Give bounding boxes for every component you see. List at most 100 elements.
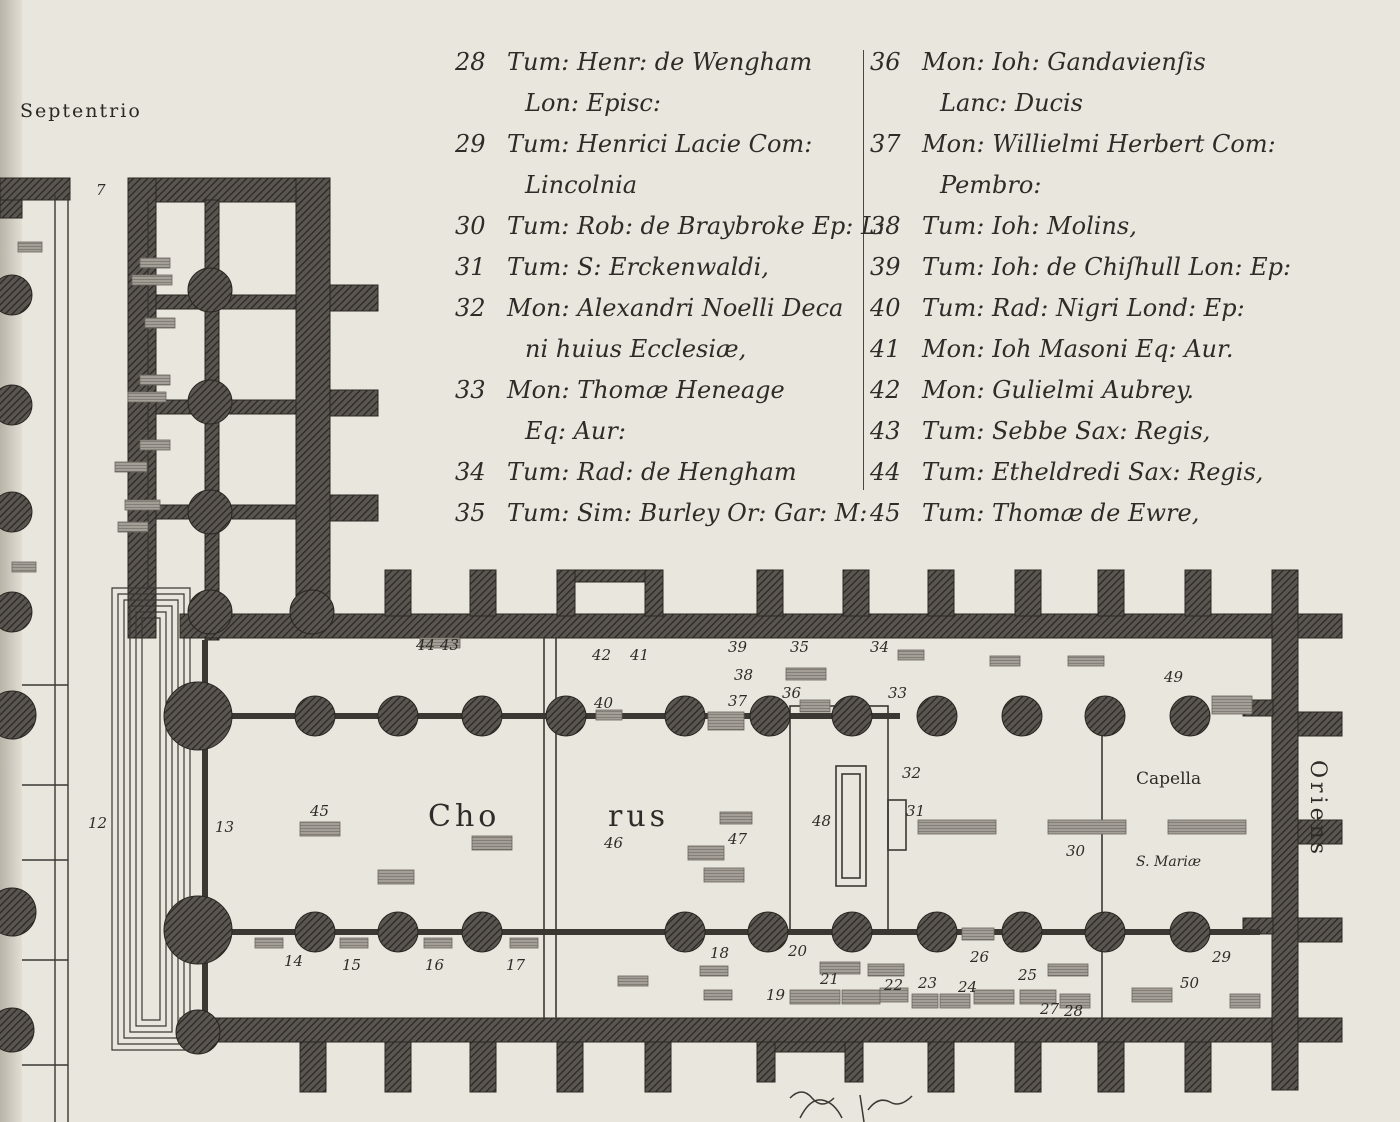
choir-screen (111, 587, 191, 1051)
legend-number: 38 (870, 212, 901, 240)
east-label: Oriens (1305, 760, 1330, 859)
plan-num-29: 29 (1211, 948, 1232, 966)
legend-number: 45 (870, 499, 901, 527)
legend-number: 39 (870, 253, 901, 281)
plan-num-30: 30 (1066, 842, 1086, 860)
legend-text: Mon: Willielmi Herbert Com: (922, 130, 1276, 158)
plan-num-46: 46 (603, 834, 624, 852)
plan-num-39: 39 (728, 638, 748, 656)
south-arcade-piers (294, 911, 1211, 953)
capella-label: Capella (1136, 769, 1201, 789)
plan-num-43: 43 (439, 636, 459, 654)
legend-continuation: ni huius Ecclesiæ, (525, 335, 747, 363)
plan-num-24: 24 (957, 978, 977, 996)
legend-number: 30 (455, 212, 486, 240)
plan-num-47: 47 (727, 830, 748, 848)
legend-text: Mon: Gulielmi Aubrey. (922, 376, 1194, 404)
plan-num-35: 35 (790, 638, 809, 656)
legend-text: Tum: Sim: Burley Or: Gar: M: (507, 499, 868, 527)
legend-text: Tum: Henrici Lacie Com: (507, 130, 813, 158)
legend-entry: 42 Mon: Gulielmi Aubrey. (870, 370, 1291, 411)
plan-num-42: 42 (591, 646, 611, 664)
flourish-ornament (789, 1091, 913, 1122)
legend-entry: 30 Tum: Rob: de Braybroke Ep: L: (455, 206, 885, 247)
plan-num-34: 34 (870, 638, 889, 656)
legend-entry: 37 Mon: Willielmi Herbert Com: (870, 124, 1291, 165)
plan-num-19: 19 (766, 986, 786, 1004)
legend-number: 37 (870, 130, 901, 158)
legend-number: 36 (870, 48, 901, 76)
plan-num-13: 13 (215, 818, 234, 836)
plan-num-27: 27 (1039, 1000, 1060, 1018)
legend-number: 29 (455, 130, 486, 158)
legend-number: 41 (870, 335, 901, 363)
plan-num-31: 31 (906, 802, 925, 820)
legend-text: Tum: Rad: Nigri Lond: Ep: (922, 294, 1245, 322)
legend-text: Tum: Rad: de Hengham (507, 458, 797, 486)
plan-num-16: 16 (425, 956, 445, 974)
plan-num-44: 44 (415, 636, 435, 654)
plan-num-33: 33 (888, 684, 907, 702)
legend-text: Tum: Rob: de Braybroke Ep: L: (507, 212, 885, 240)
legend-entry: 31 Tum: S: Erckenwaldi, (455, 247, 885, 288)
legend-continuation: Eq: Aur: (525, 417, 626, 445)
legend-text: Tum: Ioh: Molins, (922, 212, 1137, 240)
plan-num-32: 32 (902, 764, 921, 782)
legend-number: 43 (870, 417, 901, 445)
plan-num-40: 40 (593, 694, 614, 712)
plan-num-21: 21 (819, 970, 839, 988)
plan-num-15: 15 (342, 956, 361, 974)
choir-outer-walls (179, 569, 1343, 1091)
plan-num-37: 37 (728, 692, 748, 710)
legend-continuation: Lincolnia (525, 171, 638, 199)
plan-num-48: 48 (811, 812, 831, 830)
plan-num-20: 20 (787, 942, 808, 960)
legend-number: 42 (870, 376, 901, 404)
legend-text: Mon: Alexandri Noelli Deca (507, 294, 844, 322)
legend-number: 31 (455, 253, 486, 281)
chorus-label-second: rus (608, 799, 669, 834)
tomb-markers (11, 241, 1261, 1009)
plan-num-12: 12 (88, 814, 107, 832)
legend-number: 28 (455, 48, 486, 76)
legend-divider (863, 50, 864, 490)
legend-entry: 41 Mon: Ioh Masoni Eq: Aur. (870, 329, 1291, 370)
plan-num-25: 25 (1017, 966, 1037, 984)
plan-num-45: 45 (309, 802, 329, 820)
legend-continuation: Lon: Episc: (525, 89, 661, 117)
s-mariae-label: S. Mariæ (1136, 854, 1201, 870)
legend-text: Tum: Thomæ de Ewre, (922, 499, 1200, 527)
legend-text: Mon: Ioh Masoni Eq: Aur. (922, 335, 1234, 363)
plan-num-41: 41 (629, 646, 649, 664)
plan-num-49: 49 (1163, 668, 1184, 686)
north-buttresses (384, 569, 1212, 617)
north-arcade-piers (294, 695, 1211, 737)
legend-text: Tum: Henr: de Wengham (507, 48, 813, 76)
legend-number: 32 (455, 294, 486, 322)
plan-num-38: 38 (734, 666, 753, 684)
plan-numbers: 7 12 13 14 15 16 17 18 19 20 21 22 23 24… (88, 181, 1232, 1020)
plan-num-28: 28 (1063, 1002, 1083, 1020)
north-label: Septentrio (20, 100, 142, 122)
plan-num-7: 7 (96, 181, 106, 199)
plan-num-14: 14 (284, 952, 303, 970)
crossing-piers (0, 267, 335, 1055)
chorus-label-first: Cho (428, 799, 500, 834)
legend-text: Tum: Ioh: de Chiſhull Lon: Ep: (922, 253, 1292, 281)
legend-text: Tum: S: Erckenwaldi, (507, 253, 769, 281)
legend-entry: 39 Tum: Ioh: de Chiſhull Lon: Ep: (870, 247, 1291, 288)
legend-continuation: Lanc: Ducis (940, 89, 1083, 117)
legend-number: 44 (870, 458, 901, 486)
plan-num-23: 23 (917, 974, 937, 992)
legend-entry: 45 Tum: Thomæ de Ewre, (870, 493, 1291, 534)
legend-entry: 29 Tum: Henrici Lacie Com: (455, 124, 885, 165)
plan-names: Cho rus Capella S. Mariæ (428, 769, 1201, 870)
